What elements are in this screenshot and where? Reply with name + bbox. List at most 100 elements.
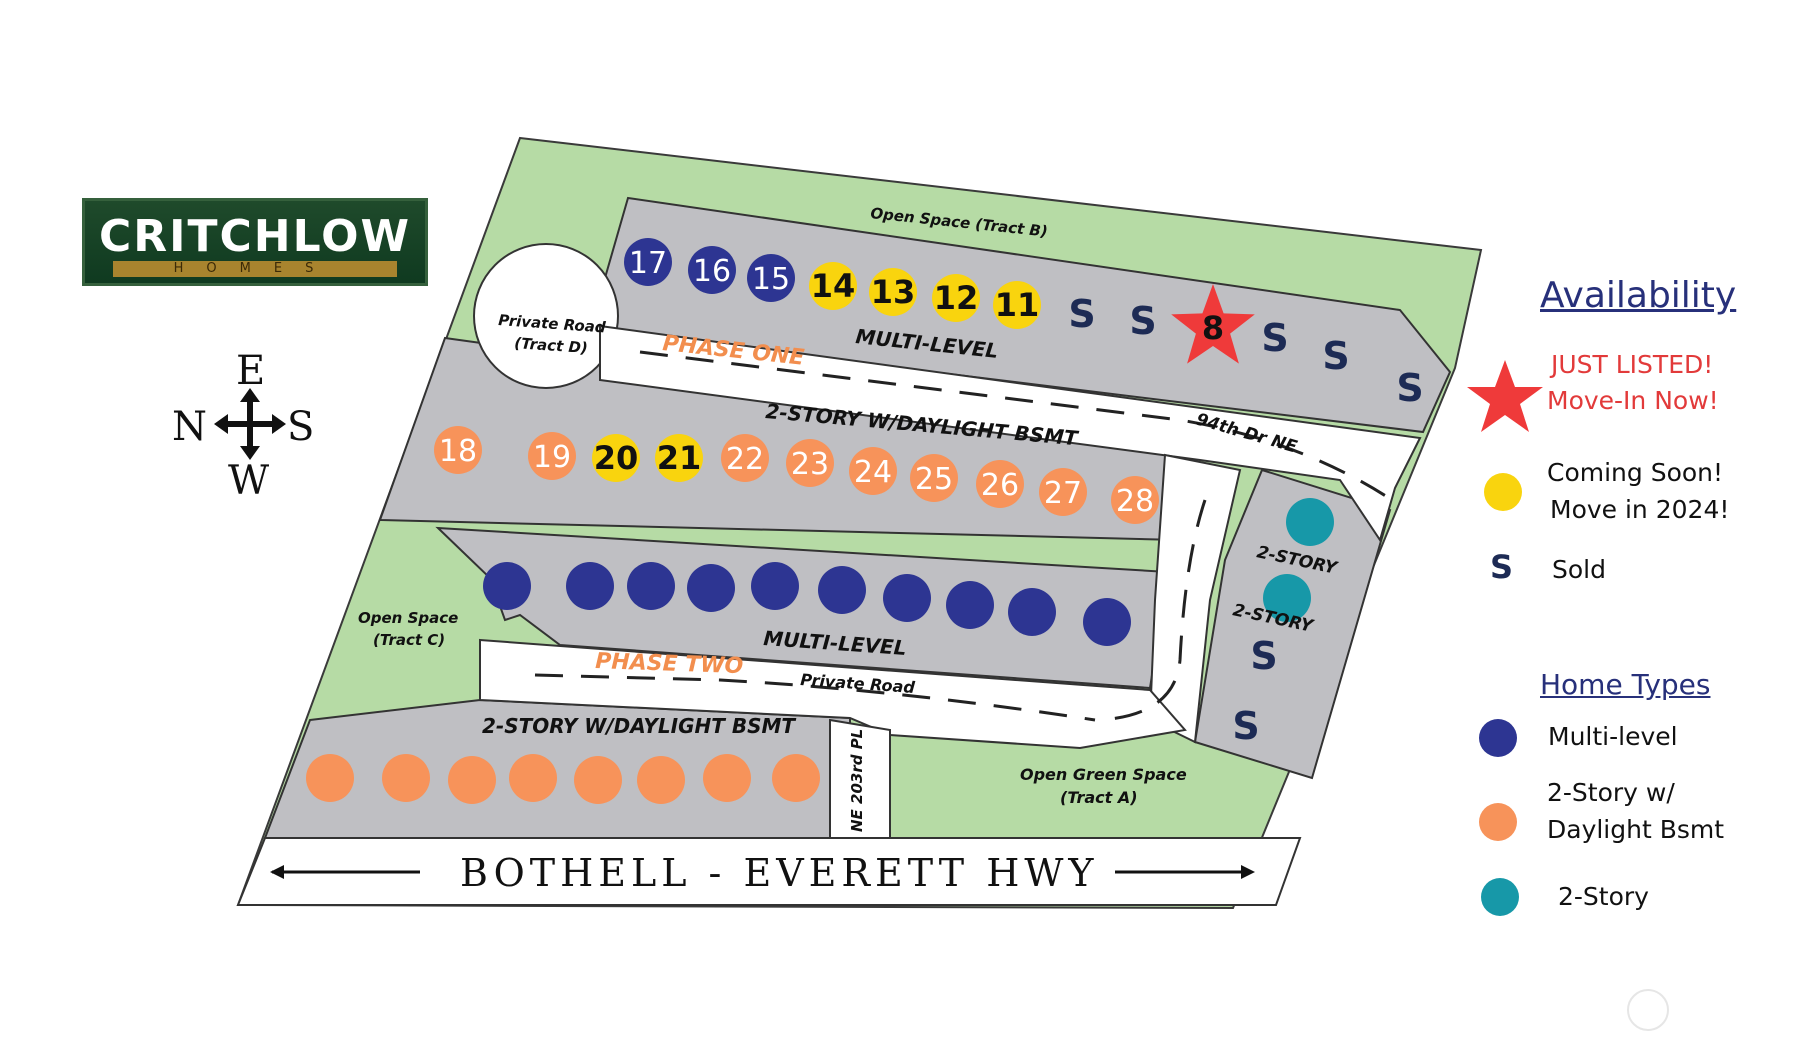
lot-east-0-dot xyxy=(1286,498,1334,546)
compass-arrows-icon xyxy=(214,388,286,460)
lot-multi-mid-5-dot xyxy=(818,566,866,614)
legend-markers xyxy=(1467,360,1543,916)
lot-top-5-label: 12 xyxy=(934,279,979,317)
just-listed-line-2: Move-In Now! xyxy=(1547,386,1719,415)
compass-s: S xyxy=(287,404,314,450)
cul-de-sac xyxy=(473,243,619,389)
lot-top-6-dot xyxy=(993,281,1041,329)
lot-daylight-top-5-label: 23 xyxy=(791,447,829,482)
lot-daylight-top-0-label: 18 xyxy=(439,434,477,469)
lot-top-7-sold: S xyxy=(1068,292,1095,336)
lot-top-4-dot xyxy=(869,268,917,316)
lot-east-3-sold: S xyxy=(1232,704,1259,748)
lot-top-12-sold: S xyxy=(1396,366,1423,410)
just-listed-star-icon xyxy=(1467,360,1543,432)
lot-top-8-sold: S xyxy=(1129,299,1156,343)
lot-daylight-top-9-label: 27 xyxy=(1044,476,1082,511)
lot-multi-mid-8-dot xyxy=(1008,588,1056,636)
highway-arrows xyxy=(270,865,1255,879)
lot-top-2-dot xyxy=(747,254,795,302)
lot-daylight-top-8-dot xyxy=(976,460,1024,508)
lot-top-9-just-listed-star xyxy=(1171,284,1255,364)
lot-top-3-label: 14 xyxy=(811,267,856,305)
logo-subtitle: HOMES xyxy=(113,261,397,277)
daylight-label-1: 2-Story w/ xyxy=(1547,778,1675,807)
lot-daylight-top-5-dot xyxy=(786,439,834,487)
open-space-c-label-1: Open Space xyxy=(358,609,458,627)
lot-multi-mid-3-dot xyxy=(687,564,735,612)
lot-daylight-top-7-label: 25 xyxy=(915,462,953,497)
two-story-dot-icon xyxy=(1481,878,1519,916)
multi-level-dot-icon xyxy=(1479,719,1517,757)
lot-daylight-bottom-4-dot xyxy=(574,756,622,804)
coming-soon-line-2: Move in 2024! xyxy=(1550,495,1730,524)
lot-daylight-top-1-dot xyxy=(528,432,576,480)
lot-top-4-label: 13 xyxy=(871,273,916,311)
availability-title: Availability xyxy=(1540,275,1737,316)
lot-daylight-top-6-dot xyxy=(849,447,897,495)
coming-soon-line-1: Coming Soon! xyxy=(1547,458,1724,487)
lot-daylight-top-9-dot xyxy=(1039,468,1087,516)
lot-top-9-label: 8 xyxy=(1202,309,1224,347)
lot-daylight-top-4-dot xyxy=(721,434,769,482)
lot-top-0-label: 17 xyxy=(629,246,667,281)
lot-multi-mid-1-dot xyxy=(566,562,614,610)
lot-east-2-sold: S xyxy=(1250,634,1277,678)
highway-label: BOTHELL - EVERETT HWY xyxy=(460,851,1099,895)
lot-top-6-label: 11 xyxy=(995,286,1040,324)
lot-daylight-top-8-label: 26 xyxy=(981,468,1019,503)
home-types-title: Home Types xyxy=(1540,668,1711,701)
lot-top-11-sold: S xyxy=(1322,334,1349,378)
multi-level-label: Multi-level xyxy=(1548,722,1678,751)
lot-daylight-bottom-0-dot xyxy=(306,754,354,802)
daylight-label-2: Daylight Bsmt xyxy=(1547,815,1725,844)
lot-daylight-bottom-2-dot xyxy=(448,756,496,804)
lot-multi-mid-7-dot xyxy=(946,581,994,629)
lot-top-10-sold: S xyxy=(1261,316,1288,360)
ne-203rd-label: NE 203rd PL xyxy=(848,729,866,832)
just-listed-line-1: JUST LISTED! xyxy=(1551,350,1714,379)
lot-daylight-top-6-label: 24 xyxy=(854,455,892,490)
lot-top-2-label: 15 xyxy=(752,262,790,297)
open-green-label-1: Open Green Space xyxy=(1020,765,1187,784)
lot-top-3-dot xyxy=(809,262,857,310)
road-centerlines xyxy=(534,350,1393,722)
critchlow-homes-logo: CRITCHLOW HOMES xyxy=(82,198,428,286)
open-space-c-label-2: (Tract C) xyxy=(373,631,445,649)
lot-top-1-dot xyxy=(688,246,736,294)
daylight-bottom-label: 2-STORY W/DAYLIGHT BSMT xyxy=(482,714,796,738)
compass-e: E xyxy=(236,348,265,394)
lot-multi-mid-4-dot xyxy=(751,562,799,610)
compass: E N S W xyxy=(172,348,314,504)
daylight-dot-icon xyxy=(1479,803,1517,841)
coming-soon-dot-icon xyxy=(1484,473,1522,511)
lot-daylight-top-0-dot xyxy=(434,426,482,474)
open-green-label-2: (Tract A) xyxy=(1060,788,1138,807)
lot-daylight-top-3-dot xyxy=(655,434,703,482)
lot-top-0-dot xyxy=(624,238,672,286)
lot-daylight-bottom-3-dot xyxy=(509,754,557,802)
phase-two-label: PHASE TWO xyxy=(595,649,744,679)
lot-top-5-dot xyxy=(932,274,980,322)
lot-daylight-bottom-5-dot xyxy=(637,756,685,804)
lot-multi-mid-6-dot xyxy=(883,574,931,622)
lot-daylight-top-2-label: 20 xyxy=(594,439,639,477)
lot-daylight-top-7-dot xyxy=(910,454,958,502)
lot-daylight-top-4-label: 22 xyxy=(726,442,764,477)
lot-daylight-bottom-7-dot xyxy=(772,754,820,802)
lot-daylight-bottom-6-dot xyxy=(703,754,751,802)
lot-multi-mid-0-dot xyxy=(483,562,531,610)
lot-east-1-dot xyxy=(1263,574,1311,622)
lot-daylight-top-10-label: 28 xyxy=(1116,484,1154,519)
logo-name: CRITCHLOW xyxy=(98,211,412,262)
compass-w: W xyxy=(228,458,269,504)
lot-daylight-top-1-label: 19 xyxy=(533,440,571,475)
sold-label: Sold xyxy=(1552,555,1606,584)
watermark-circle-icon xyxy=(1627,989,1669,1031)
highway xyxy=(236,837,1302,906)
private-road-d-label-2: (Tract D) xyxy=(514,334,589,357)
compass-n: N xyxy=(172,404,207,450)
lot-daylight-bottom-1-dot xyxy=(382,754,430,802)
